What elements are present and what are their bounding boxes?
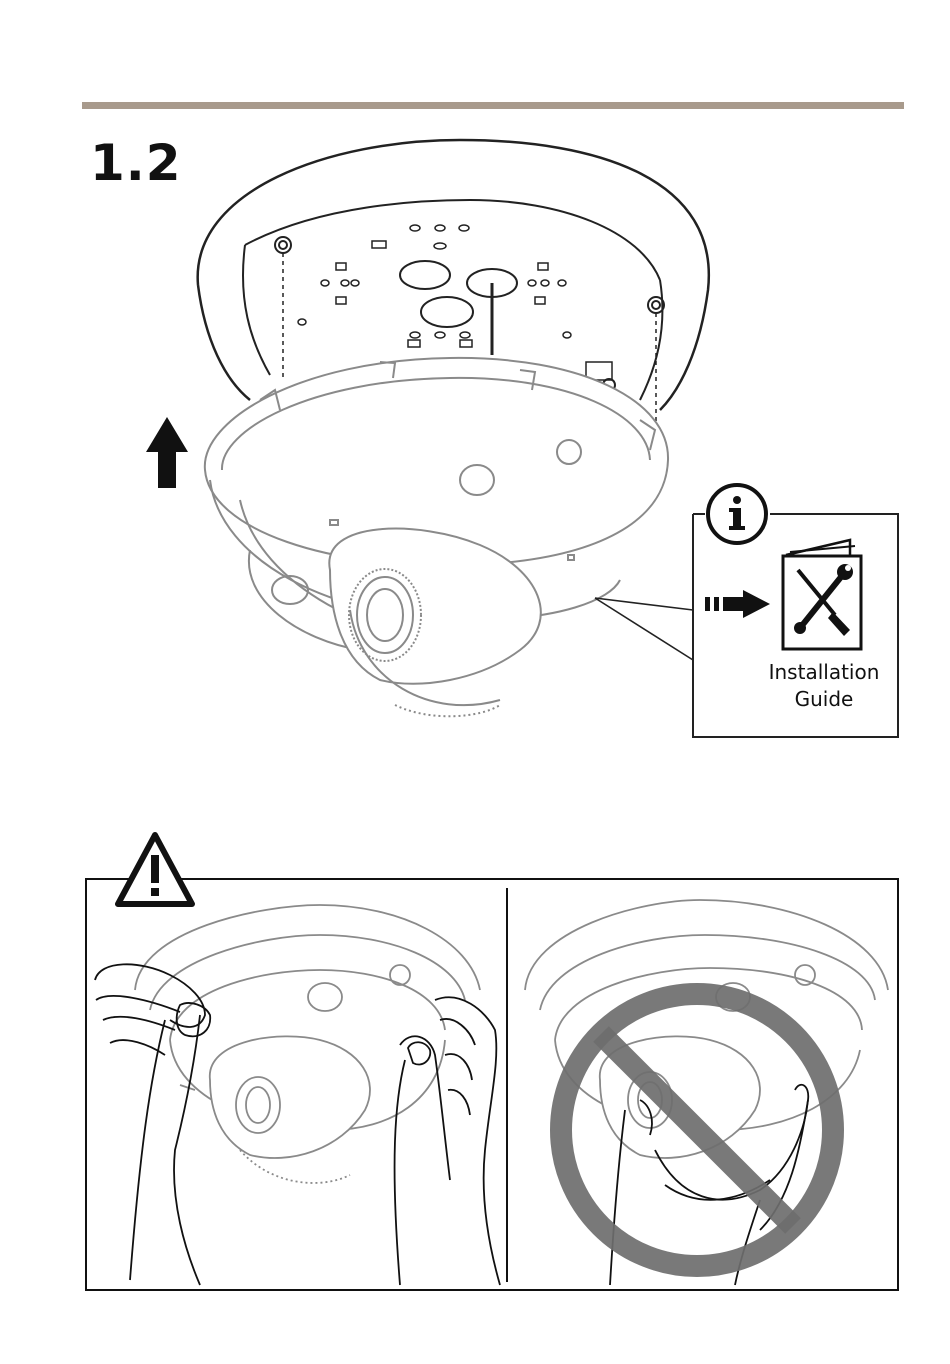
camera-body (205, 358, 668, 716)
installation-guide-label-line2: Guide (760, 686, 888, 712)
installation-guide-label-line1: Installation (760, 659, 888, 685)
installation-guide-booklet-icon (783, 540, 861, 649)
arrow-up-icon (146, 417, 188, 488)
two-hands-holding-dome-edges (95, 905, 500, 1285)
warning-triangle-icon (118, 835, 192, 904)
dashed-arrow-right-icon (705, 590, 770, 618)
prohibited-sign-icon (561, 994, 833, 1266)
info-icon (708, 485, 766, 543)
